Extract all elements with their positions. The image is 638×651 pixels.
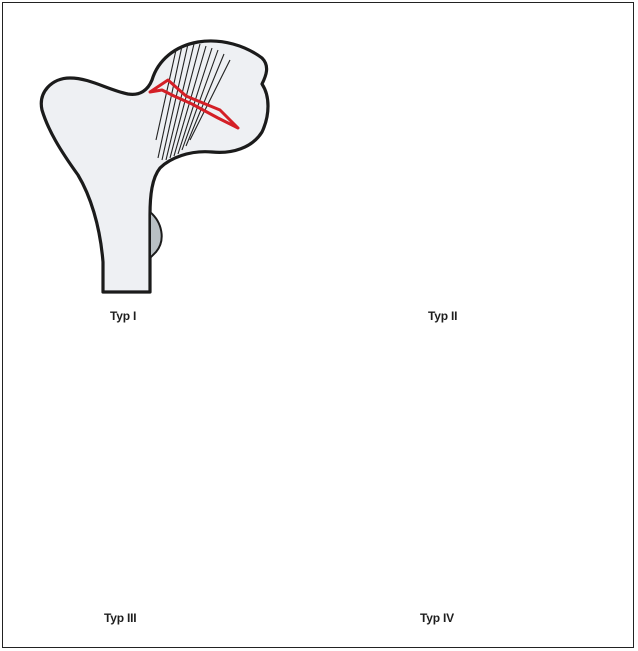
label-typ-1: Typ I [110,309,136,323]
lesser-trochanter [150,212,162,258]
label-typ-2: Typ II [428,309,457,323]
label-typ-4: Typ IV [420,611,454,625]
label-typ-3: Typ III [104,611,136,625]
panel-typ-1 [41,41,268,292]
